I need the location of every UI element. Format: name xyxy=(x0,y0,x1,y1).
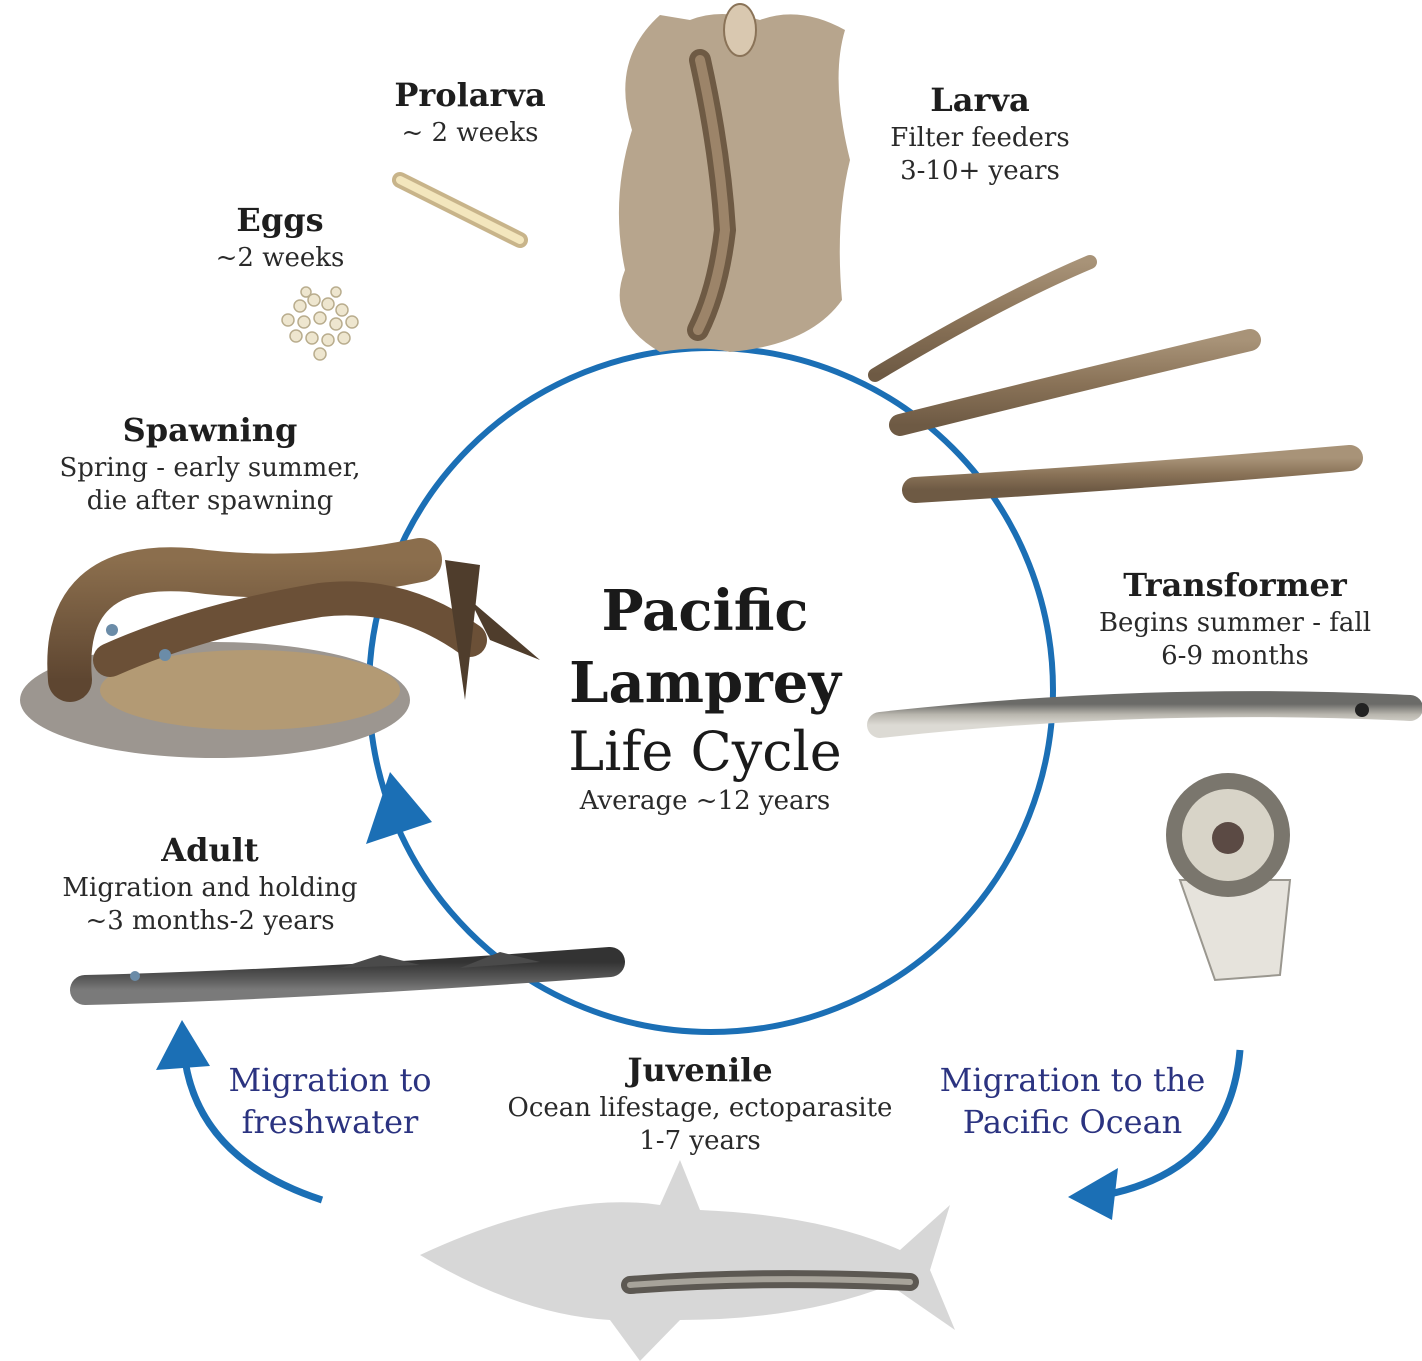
adult-duration: ~3 months-2 years xyxy=(45,905,375,939)
prolarva-label: Prolarva ~ 2 weeks xyxy=(355,75,585,150)
eggs-title: Eggs xyxy=(180,200,380,242)
larva-duration: 3-10+ years xyxy=(860,155,1100,189)
prolarva-duration: ~ 2 weeks xyxy=(355,117,585,151)
freshwater-migration-label: Migration to freshwater xyxy=(215,1060,445,1143)
eggs-duration: ~2 weeks xyxy=(180,242,380,276)
freshwater-arrowhead-icon xyxy=(156,1020,210,1070)
center-average-duration: Average ~12 years xyxy=(505,785,905,817)
burrowed-larva-illustration xyxy=(619,4,850,352)
center-title-lamprey: Lamprey xyxy=(505,647,905,719)
freshwater-migration-line1: Migration to xyxy=(215,1060,445,1102)
juvenile-lifestage: Ocean lifestage, ectoparasite xyxy=(500,1092,900,1126)
larva-illustration-2 xyxy=(900,340,1250,425)
larva-feeding: Filter feeders xyxy=(860,122,1100,156)
adult-label: Adult Migration and holding ~3 months-2 … xyxy=(45,830,375,939)
larva-illustration-3 xyxy=(915,458,1350,490)
spawning-illustration xyxy=(20,560,540,758)
juvenile-duration: 1-7 years xyxy=(500,1125,900,1159)
larva-illustration-1 xyxy=(875,262,1090,375)
oral-disc-illustration xyxy=(1166,773,1290,980)
freshwater-migration-line2: freshwater xyxy=(215,1102,445,1144)
transformer-illustration xyxy=(880,703,1410,725)
transformer-duration: 6-9 months xyxy=(1085,640,1385,674)
juvenile-illustration xyxy=(420,1160,955,1361)
center-title-block: Pacific Lamprey Life Cycle Average ~12 y… xyxy=(505,575,905,817)
eggs-illustration xyxy=(282,287,358,360)
prolarva-title: Prolarva xyxy=(355,75,585,117)
juvenile-title: Juvenile xyxy=(500,1050,900,1092)
larva-title: Larva xyxy=(860,80,1100,122)
spawning-note: die after spawning xyxy=(40,485,380,519)
transformer-label: Transformer Begins summer - fall 6-9 mon… xyxy=(1085,565,1385,674)
spawning-label: Spawning Spring - early summer, die afte… xyxy=(40,410,380,519)
ocean-migration-label: Migration to the Pacific Ocean xyxy=(935,1060,1210,1143)
ocean-migration-line2: Pacific Ocean xyxy=(935,1102,1210,1144)
juvenile-label: Juvenile Ocean lifestage, ectoparasite 1… xyxy=(500,1050,900,1159)
transformer-season: Begins summer - fall xyxy=(1085,607,1385,641)
center-title-pacific: Pacific xyxy=(505,575,905,647)
adult-activity: Migration and holding xyxy=(45,872,375,906)
transformer-title: Transformer xyxy=(1085,565,1385,607)
ocean-migration-line1: Migration to the xyxy=(935,1060,1210,1102)
eggs-label: Eggs ~2 weeks xyxy=(180,200,380,275)
larva-label: Larva Filter feeders 3-10+ years xyxy=(860,80,1100,189)
prolarva-illustration xyxy=(400,180,520,240)
spawning-season: Spring - early summer, xyxy=(40,452,380,486)
spawning-title: Spawning xyxy=(40,410,380,452)
adult-title: Adult xyxy=(45,830,375,872)
ocean-arrowhead-icon xyxy=(1068,1168,1118,1220)
center-title-life-cycle: Life Cycle xyxy=(505,719,905,785)
